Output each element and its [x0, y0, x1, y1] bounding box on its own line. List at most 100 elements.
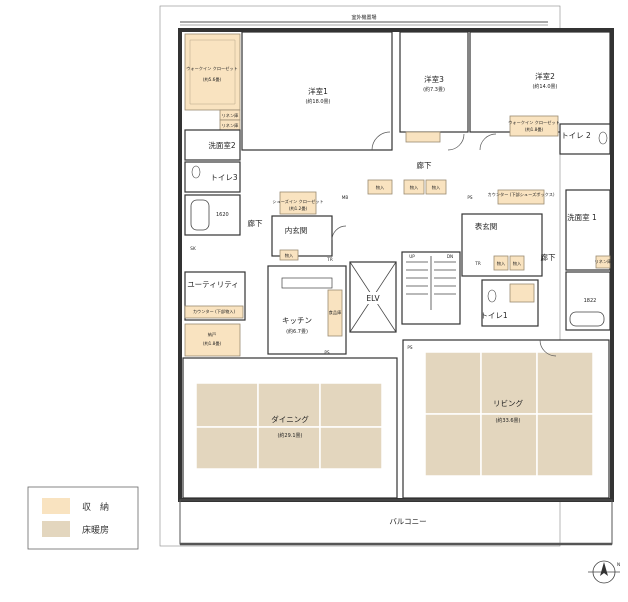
- corridor-left-label: 廊下: [248, 218, 263, 228]
- dining-area: (約29.1畳): [277, 432, 302, 439]
- storage-in-label: 物入: [410, 184, 419, 191]
- linen-3-label: リネン庫: [595, 258, 612, 265]
- linen-1-label: リネン庫: [222, 112, 239, 119]
- kitchen-counter: [281, 277, 333, 289]
- storage-in-label: 物入: [513, 260, 522, 267]
- food-pantry: [327, 289, 343, 337]
- ps-label: PS: [467, 195, 473, 200]
- toilet-fixture: [487, 289, 497, 303]
- dining-floor-heating: [195, 382, 383, 470]
- western-room-3: [399, 31, 469, 133]
- storage-in-front-2: [509, 255, 525, 271]
- storage-in-label: 物入: [285, 252, 294, 259]
- corridor-top-label: 廊下: [417, 160, 432, 170]
- washroom1-label: 洗面室 1: [567, 212, 597, 222]
- storage-in-3: [425, 179, 447, 195]
- exterior-label: 室外機置場: [351, 14, 376, 21]
- compass-north-label: N: [617, 562, 620, 567]
- shoe-closet-area: (約1.2畳): [289, 205, 308, 212]
- closet-w3: [405, 131, 441, 143]
- western3-label: 洋室3: [424, 74, 444, 84]
- legend-heating-label: 床暖房: [82, 524, 109, 536]
- shoe-closet-label: シューズイン クローゼット: [272, 198, 323, 205]
- walk-in-closet-1: [184, 33, 241, 111]
- closet-hatch: [189, 39, 236, 105]
- site-outline: [159, 5, 561, 547]
- utility-counter-label: カウンター (下部物入): [193, 308, 236, 315]
- pantry: [184, 323, 241, 357]
- kitchen-label: キッチン: [282, 316, 312, 325]
- stairs-up-label: UP: [409, 254, 415, 259]
- sk-label: SK: [190, 246, 196, 251]
- corridor-right-label: 廊下: [541, 252, 556, 262]
- stairs-dn-label: DN: [447, 254, 453, 259]
- storage-in-label: 物入: [432, 184, 441, 191]
- stair-treads: [406, 256, 456, 310]
- shoe-in-closet: [279, 191, 317, 215]
- legend-frame: [27, 486, 139, 550]
- utility-label: ユーティリティ: [187, 280, 239, 289]
- western2-area: (約14.0畳): [532, 83, 557, 90]
- tr-label: TR: [474, 261, 481, 266]
- toilet3-label: トイレ3: [210, 173, 237, 182]
- western2-label: 洋室2: [535, 71, 555, 81]
- linen-2-label: リネン庫: [222, 122, 239, 129]
- elv-label-bg: [360, 292, 388, 304]
- door-swing: [371, 131, 391, 151]
- washroom2-label: 洗面室2: [208, 140, 235, 150]
- bath-right-size: 1822: [584, 298, 597, 304]
- inner-entrance: [271, 215, 333, 257]
- pantry-label: 納戸: [208, 331, 216, 338]
- western-room-2: [469, 31, 611, 133]
- shoe-counter: [497, 189, 545, 205]
- bathtub-left: [190, 199, 210, 231]
- storage-in-front-1: [493, 255, 509, 271]
- utility-counter: [184, 305, 244, 319]
- linen-3: [595, 255, 611, 269]
- mb-label: MB: [342, 195, 349, 200]
- western-room-1: [241, 31, 393, 151]
- dining-label: ダイニング: [271, 414, 309, 424]
- toilet-fixture: [598, 131, 608, 145]
- kitchen-area: (約6.7畳): [286, 328, 308, 335]
- ps-label: PS: [324, 350, 330, 355]
- living-area: (約33.6畳): [495, 417, 520, 424]
- bath-left-size: 1620: [216, 212, 229, 218]
- toilet-fixture: [191, 165, 201, 179]
- inner-entrance-label: 内玄関: [285, 225, 308, 235]
- storage-in-label: 物入: [376, 184, 385, 191]
- door-swing: [539, 339, 557, 357]
- washroom-2: [184, 129, 241, 161]
- elv-label: ELV: [366, 294, 380, 303]
- storage-in-label: 物入: [497, 260, 506, 267]
- storage-toilet1: [509, 283, 535, 303]
- tr-label: TR: [326, 257, 333, 262]
- storage-in-inner: [279, 249, 299, 261]
- compass-icon: N: [588, 560, 620, 584]
- door-swing: [479, 133, 497, 151]
- balcony-label: バルコニー: [389, 517, 426, 526]
- toilet2-label: トイレ 2: [561, 131, 591, 140]
- wic2-label: ウォークイン クローゼット: [508, 119, 560, 126]
- legend-storage-swatch: [42, 498, 70, 514]
- pantry-area: (約1.8畳): [203, 340, 222, 347]
- legend-heating-swatch: [42, 521, 70, 537]
- western3-area: (約7.3畳): [423, 86, 445, 93]
- wic1-label: ウォークイン クローゼット: [186, 65, 238, 72]
- western1-area: (約18.0畳): [305, 98, 330, 105]
- walk-in-closet-2: [509, 115, 559, 137]
- door-swing: [331, 225, 347, 241]
- shoe-counter-label: カウンター (下部シューズボックス): [487, 191, 554, 198]
- ps-label: PS: [407, 345, 413, 350]
- storage-in-2: [403, 179, 425, 195]
- door-swing: [447, 133, 465, 151]
- bathtub-right: [569, 311, 605, 327]
- wic2-area: (約1.8畳): [525, 126, 544, 133]
- living-floor-heating: [424, 351, 594, 477]
- legend: 収 納 床暖房: [27, 486, 139, 550]
- toilet1-label: トイレ1: [480, 311, 507, 320]
- western1-label: 洋室1: [308, 86, 328, 96]
- legend-storage-label: 収 納: [82, 501, 109, 513]
- wic1-area: (約5.6畳): [203, 76, 222, 83]
